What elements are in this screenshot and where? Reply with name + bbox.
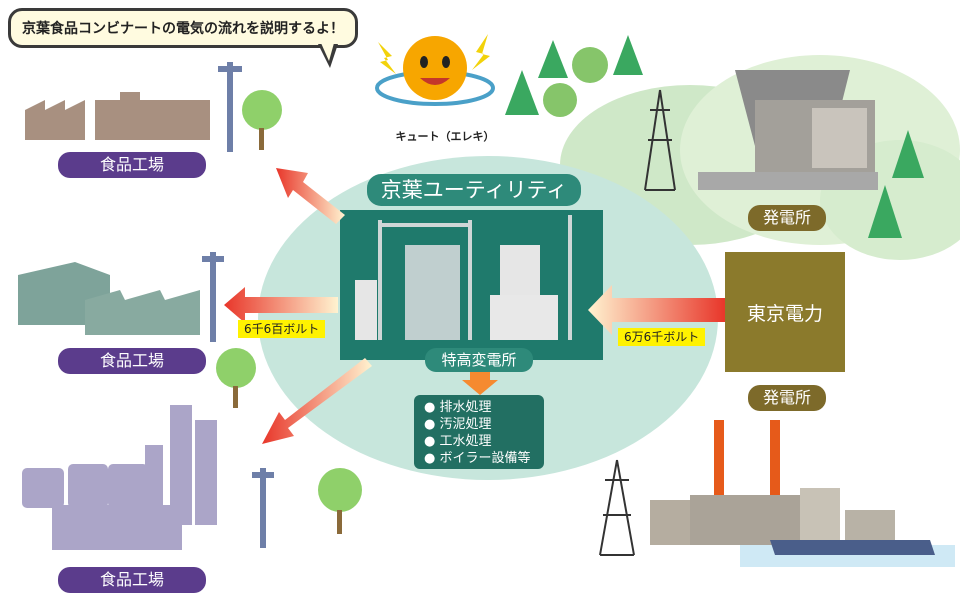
mascot-kyut [375, 34, 495, 106]
factory-top [25, 92, 210, 140]
process-item: ● ボイラー設備等 [424, 451, 531, 466]
process-item: ● 排水処理 [424, 400, 492, 415]
voltage-incoming: 6万6千ボルト [618, 328, 706, 346]
factory-middle [18, 262, 200, 335]
power-plant-label-thermal: 発電所 [748, 385, 826, 411]
power-plant-label-hydro: 発電所 [748, 205, 826, 231]
hydro-plant [698, 70, 878, 190]
supplier-box: 東京電力 [725, 252, 845, 372]
utility-poles [202, 62, 274, 548]
pine-trees [505, 35, 924, 238]
voltage-outgoing: 6千6百ボルト [238, 320, 326, 338]
pylons [599, 89, 676, 556]
process-item: ● 汚泥処理 [424, 417, 492, 432]
speech-bubble-tail-inner [321, 43, 334, 61]
factory-label-middle: 食品工場 [58, 348, 206, 374]
utility-title: 京葉ユーティリティ [367, 174, 581, 206]
substation-label: 特高変電所 [425, 348, 533, 372]
power-arrows [224, 168, 725, 444]
substation-panel [340, 210, 603, 360]
factory-label-bottom: 食品工場 [58, 567, 206, 593]
thermal-plant [650, 420, 955, 567]
factory-label-top: 食品工場 [58, 152, 206, 178]
round-trees [216, 47, 608, 534]
factory-bottom [22, 405, 217, 550]
process-item: ● 工水処理 [424, 434, 492, 449]
speech-bubble: 京葉食品コンビナートの電気の流れを説明するよ！ [8, 8, 358, 48]
process-list: ● 排水処理 ● 汚泥処理 ● 工水処理 ● ボイラー設備等 [414, 395, 544, 469]
mascot-name: キュート（エレキ） [395, 130, 495, 143]
